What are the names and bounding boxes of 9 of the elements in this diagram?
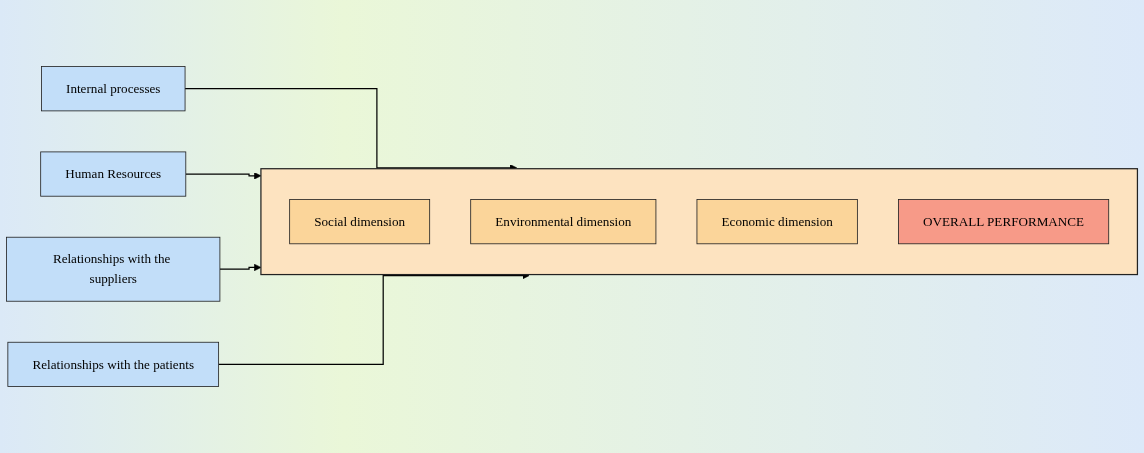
node-box: Economic dimension: [696, 199, 858, 245]
node-box: Internal processes: [41, 66, 186, 112]
node-box: Human Resources: [40, 151, 187, 197]
cluster: [260, 168, 1139, 276]
node-box: Environmental dimension: [470, 199, 657, 245]
node-box: Relationships with the patients: [7, 341, 220, 387]
node-box: Relationships with the suppliers: [6, 236, 221, 302]
node-box: Social dimension: [289, 199, 431, 245]
node-box: OVERALL PERFORMANCE: [898, 199, 1110, 245]
